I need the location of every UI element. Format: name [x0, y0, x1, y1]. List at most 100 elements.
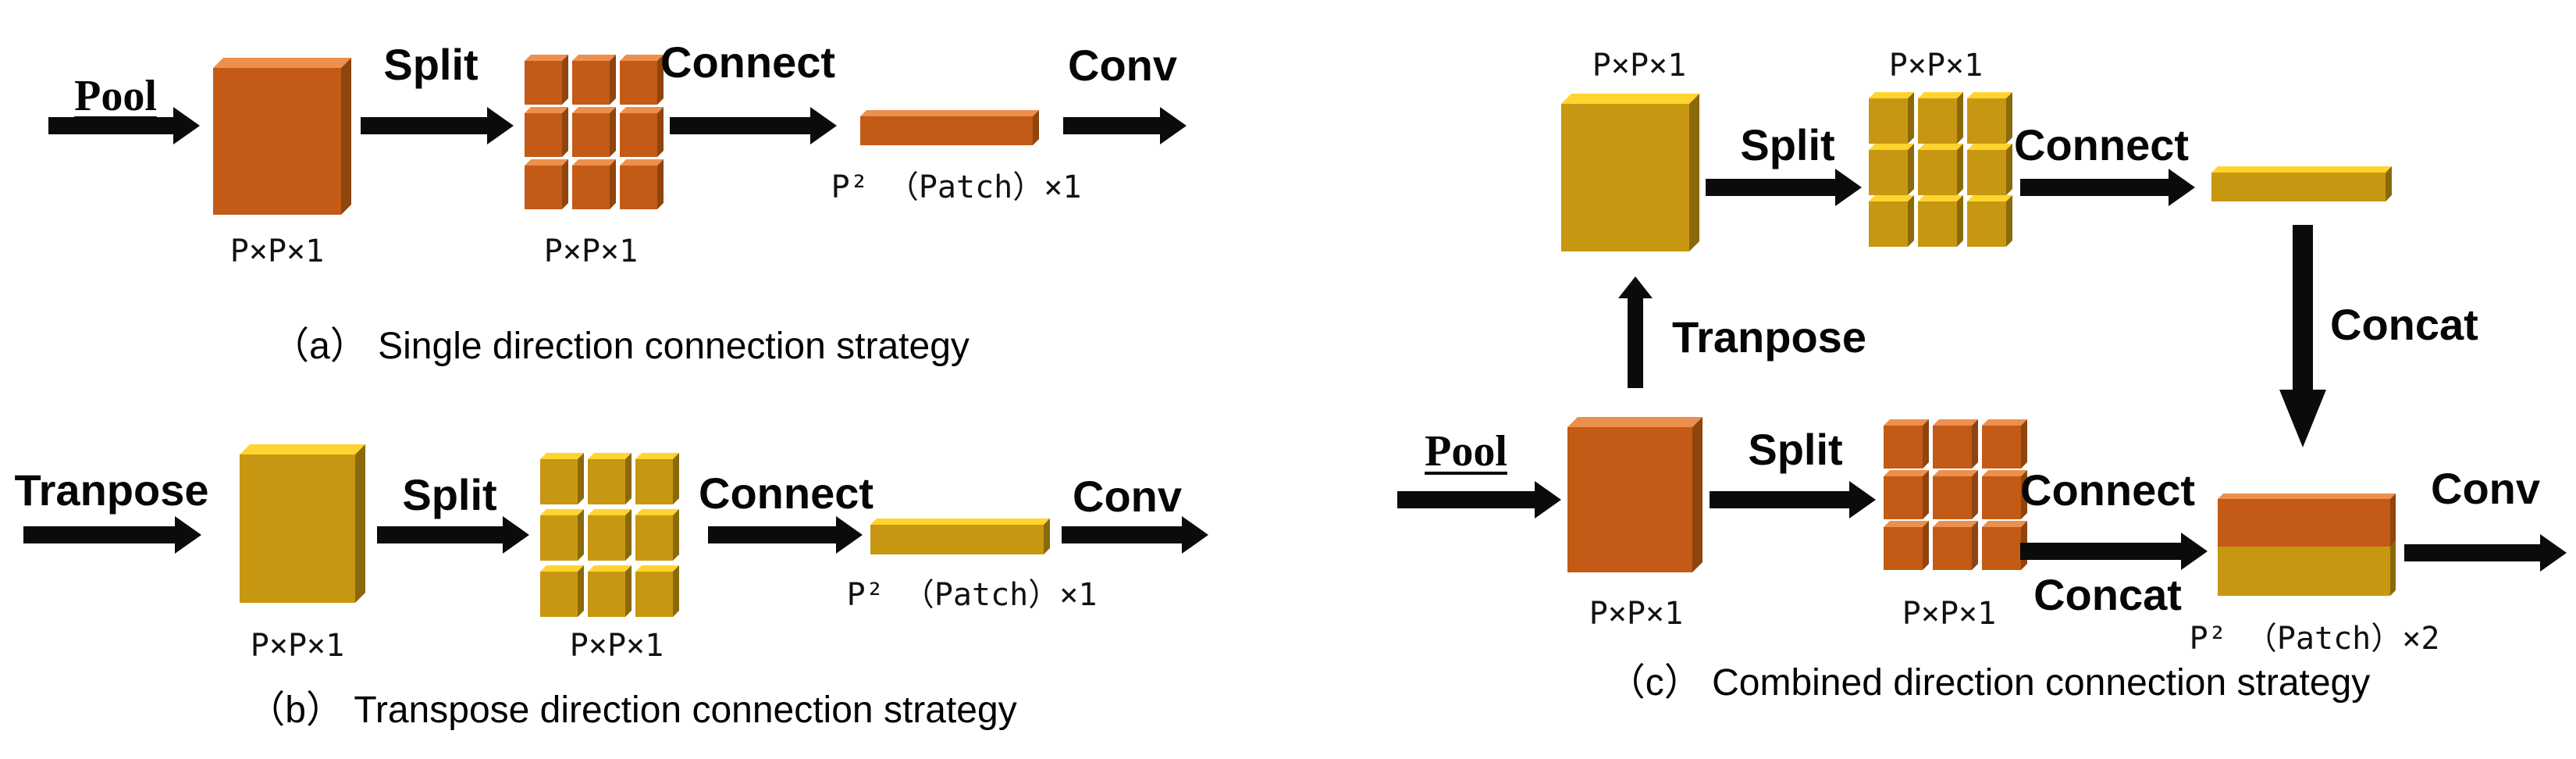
arrow-shaft: [2020, 543, 2183, 560]
connect-arrow: [708, 516, 863, 554]
patch-grid: [1884, 426, 2021, 570]
panel-c-split-top-label: Split: [1740, 120, 1835, 169]
pooled-feature-cube: [213, 68, 341, 215]
transposed-feature-cube: [240, 454, 355, 603]
split-arrow: [1710, 481, 1876, 518]
concat-down-arrow: [2293, 225, 2313, 390]
panel-a-conv-label: Conv: [1068, 41, 1177, 90]
transpose-arrow: [23, 516, 201, 554]
panel-a-cube-dim: P×P×1: [229, 233, 325, 269]
arrow-head-icon: [2181, 533, 2208, 570]
pool-arrow: [48, 107, 200, 144]
panel-a-caption: （a） Single direction connection strategy: [272, 326, 970, 367]
panel-a-bar-dim: P² （Patch）×1: [831, 169, 1082, 205]
patch-block: [1869, 150, 1908, 195]
patch-block: [1884, 426, 1923, 469]
panel-a-split-label: Split: [383, 40, 479, 89]
arrow-shaft: [1706, 179, 1837, 196]
patch-block: [635, 572, 673, 617]
panel-c-cube-bottom-dim: P×P×1: [1589, 596, 1684, 632]
arrow-head-icon: [2169, 169, 2195, 206]
arrow-head-icon: [810, 107, 837, 144]
split-arrow: [1706, 169, 1862, 206]
arrow-shaft: [48, 117, 175, 134]
patch-block: [572, 61, 610, 105]
patch-bar: [860, 116, 1033, 145]
patch-grid: [1869, 98, 2006, 247]
panel-b-cube-dim: P×P×1: [250, 628, 345, 664]
arrow-shaft: [2404, 544, 2542, 561]
patch-block: [1982, 527, 2021, 570]
panel-c-concat-top-label: Concat: [2330, 300, 2478, 349]
panel-c-caption: （c） Combined direction connection strate…: [1607, 662, 2371, 704]
patch-block: [588, 459, 625, 504]
arrow-shaft: [361, 117, 489, 134]
panel-c-connect-top-label: Connect: [2014, 120, 2189, 169]
patch-block: [525, 166, 562, 209]
panel-c-pool-label: Pool: [1425, 427, 1507, 476]
panel-b-connect-label: Connect: [699, 469, 873, 518]
panel-a-pool-label: Pool: [74, 72, 157, 120]
arrow-head-icon: [1160, 107, 1187, 144]
patch-block: [572, 166, 610, 209]
panel-b-conv-label: Conv: [1073, 472, 1182, 521]
patch-block: [1967, 150, 2006, 195]
arrow-head-icon: [1535, 481, 1561, 518]
patch-block: [1884, 476, 1923, 519]
patch-block: [588, 515, 625, 561]
arrow-head-icon: [175, 516, 201, 554]
patch-block: [1918, 150, 1957, 195]
patch-block: [540, 572, 578, 617]
conv-arrow: [1062, 516, 1208, 554]
panel-b-caption: （b） Transpose direction connection strat…: [247, 690, 1017, 731]
patch-block: [540, 459, 578, 504]
patch-block: [620, 61, 657, 105]
panel-b-transpose-label: Tranpose: [14, 465, 209, 515]
arrow-head-icon: [1849, 481, 1876, 518]
patch-block: [1967, 98, 2006, 144]
patch-block: [1869, 201, 1908, 247]
patch-block: [620, 113, 657, 157]
panel-b-bar-dim: P² （Patch）×1: [846, 577, 1098, 613]
arrow-shaft: [23, 526, 176, 543]
panel-c-grid-bottom-dim: P×P×1: [1902, 596, 1997, 632]
pool-arrow: [1397, 481, 1561, 518]
arrow-head-icon: [1182, 516, 1208, 554]
patch-block: [1869, 98, 1908, 144]
arrow-head-icon: [503, 516, 529, 554]
patch-block: [1933, 476, 1972, 519]
panel-c-transpose-label: Tranpose: [1672, 312, 1866, 362]
patch-block: [1967, 201, 2006, 247]
patch-block: [1933, 426, 1972, 469]
arrow-head-icon: [1618, 276, 1653, 298]
patch-block: [635, 459, 673, 504]
split-arrow: [377, 516, 529, 554]
panel-b-split-label: Split: [402, 470, 497, 519]
arrow-shaft: [1397, 491, 1536, 508]
panel-c-bar-dim: P² （Patch）×2: [2189, 621, 2440, 657]
transposed-feature-cube: [1561, 104, 1689, 251]
panel-c-concat-bottom-label: Concat: [2033, 570, 2182, 619]
panel-a-connect-label: Connect: [660, 37, 835, 87]
arrow-shaft: [2020, 179, 2170, 196]
arrow-head-icon: [173, 107, 200, 144]
arrow-shaft: [1063, 117, 1162, 134]
transpose-up-arrow: [1628, 298, 1643, 388]
arrow-head-icon: [2279, 390, 2326, 447]
connect-concat-arrow: [2020, 533, 2208, 570]
panel-c-split-bottom-label: Split: [1748, 425, 1843, 474]
conv-arrow: [1063, 107, 1187, 144]
arrow-shaft: [1062, 526, 1183, 543]
connect-arrow: [670, 107, 837, 144]
patch-grid: [540, 459, 673, 617]
patch-block: [1884, 527, 1923, 570]
arrow-head-icon: [836, 516, 863, 554]
arrow-head-icon: [2540, 534, 2567, 572]
patch-block: [620, 166, 657, 209]
panel-c-conv-label: Conv: [2431, 464, 2540, 513]
pooled-feature-cube: [1567, 427, 1692, 572]
patch-block: [1982, 476, 2021, 519]
patch-bar: [2211, 173, 2386, 201]
panel-c-connect-bottom-label: Connect: [2020, 465, 2195, 515]
